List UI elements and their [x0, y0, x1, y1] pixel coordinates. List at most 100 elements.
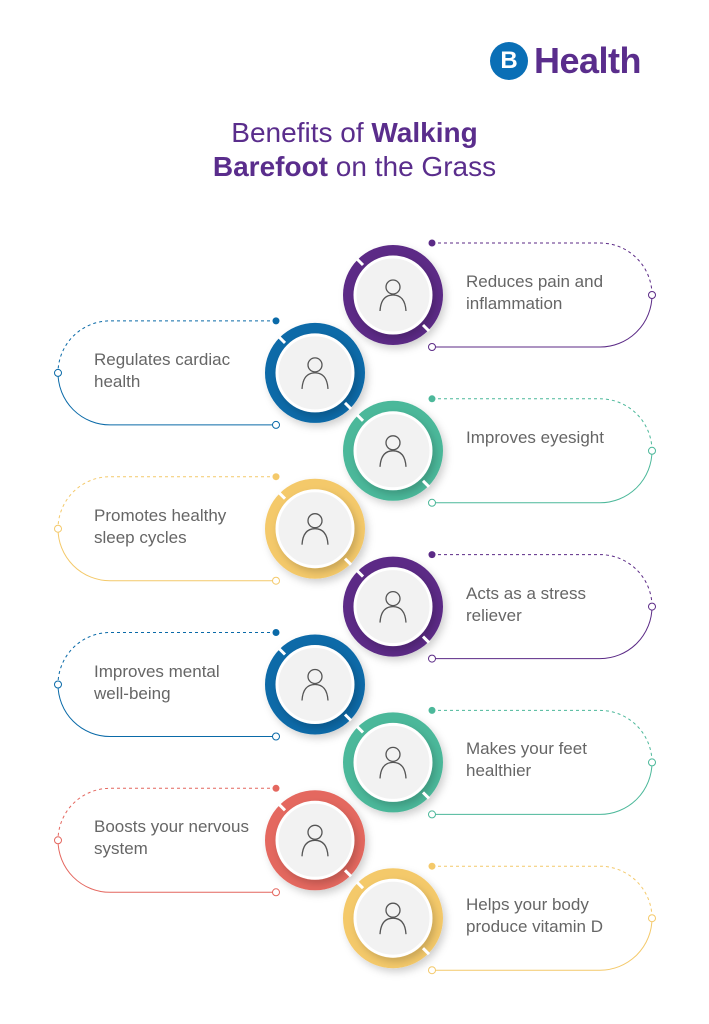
dashed-line: [57, 787, 276, 841]
icon-head: [307, 513, 323, 529]
dashed-line: [57, 476, 276, 529]
ring-notch: [277, 647, 287, 656]
logo-mark: B: [490, 42, 528, 80]
ring-notch: [343, 869, 353, 878]
icon-body: [379, 761, 407, 779]
dot-marker: [428, 706, 436, 714]
benefit-circle: [343, 712, 443, 813]
sun-vitamin-d-icon: [379, 902, 407, 935]
icon-body: [379, 605, 407, 623]
solid-line: [432, 606, 653, 660]
solid-line: [57, 528, 276, 582]
solid-line: [57, 840, 276, 893]
benefit-circle: [265, 322, 365, 423]
ring-marker: [272, 888, 280, 897]
page-title: Benefits of Walking Barefoot on the Gras…: [0, 116, 709, 184]
benefit-connector: [54, 629, 280, 741]
icon-body: [379, 294, 407, 312]
icon-head: [385, 902, 401, 918]
heart-icon: [301, 357, 329, 389]
benefit-label: Helps your body produce vitamin D: [466, 895, 604, 937]
ring-marker: [648, 602, 656, 611]
solid-line: [432, 918, 653, 971]
ring-marker: [648, 914, 656, 923]
back-pain-icon: [379, 279, 407, 312]
ring-notch: [421, 947, 431, 956]
ring-marker: [648, 291, 656, 299]
benefit-label: Acts as a stress reliever: [466, 583, 586, 625]
solid-line: [57, 372, 276, 426]
dot-marker: [272, 317, 280, 325]
dot-marker: [272, 473, 280, 481]
ring-marker: [54, 836, 62, 845]
benefit-label: Improves eyesight: [466, 427, 604, 447]
dashed-line: [432, 865, 653, 919]
icon-body: [301, 839, 329, 857]
icon-body: [301, 528, 329, 545]
benefit-connector: [428, 706, 656, 819]
benefit-label: Improves mental well-being: [94, 661, 220, 703]
ring-notch: [277, 335, 287, 344]
solid-line: [432, 450, 653, 504]
dot-marker: [428, 551, 436, 559]
ring-marker: [54, 524, 62, 533]
ring-marker: [428, 966, 436, 975]
ring-notch: [343, 713, 353, 722]
ring-marker: [648, 758, 656, 767]
benefit-circle: [343, 400, 443, 501]
icon-head: [307, 668, 323, 685]
sleep-icon: [301, 513, 329, 545]
icon-head: [307, 357, 323, 373]
ring-notch: [355, 881, 365, 890]
icon-body: [301, 683, 329, 701]
solid-line: [432, 762, 653, 815]
ring-notch: [355, 569, 365, 578]
dashed-line: [432, 242, 653, 296]
dashed-line: [432, 554, 653, 607]
ring-notch: [277, 803, 287, 812]
nervous-system-icon: [301, 824, 329, 857]
title-part: Benefits of: [231, 117, 372, 148]
benefit-connector: [54, 784, 280, 897]
benefit-connector: [428, 395, 656, 507]
ring-notch: [421, 323, 431, 333]
ring-marker: [428, 810, 436, 819]
ring-marker: [54, 680, 62, 689]
dot-marker: [272, 784, 280, 792]
eye-icon: [379, 435, 407, 467]
icon-head: [385, 746, 401, 763]
benefit-connector: [54, 473, 280, 585]
benefit-label: Makes your feet healthier: [466, 739, 587, 781]
benefit-connector: [428, 551, 656, 663]
dashed-line: [57, 320, 276, 373]
benefit-circle: [265, 478, 365, 579]
dashed-line: [57, 632, 276, 685]
ring-notch: [421, 635, 431, 644]
benefit-circle: [343, 245, 443, 345]
ring-notch: [343, 401, 353, 410]
benefit-label: Regulates cardiac health: [94, 349, 231, 391]
ring-notch: [421, 479, 431, 488]
icon-head: [385, 590, 401, 607]
dashed-line: [432, 398, 653, 451]
ring-notch: [355, 413, 365, 422]
icon-head: [385, 435, 401, 451]
benefit-circle: [265, 790, 365, 891]
icon-body: [301, 372, 329, 389]
icon-body: [379, 917, 407, 935]
icon-head: [307, 824, 323, 840]
logo-wordmark: Health: [534, 40, 642, 81]
benefit-circle: [343, 556, 443, 657]
solid-line: [432, 294, 653, 348]
ring-marker: [428, 343, 436, 351]
benefit-connector: [428, 862, 656, 975]
benefit-circle: [265, 634, 365, 735]
ring-marker: [272, 576, 280, 585]
icon-body: [379, 450, 407, 467]
dot-marker: [428, 862, 436, 870]
dot-marker: [272, 629, 280, 636]
icon-head: [385, 279, 401, 295]
benefit-connector: [428, 239, 656, 351]
benefit-connector: [54, 317, 280, 429]
